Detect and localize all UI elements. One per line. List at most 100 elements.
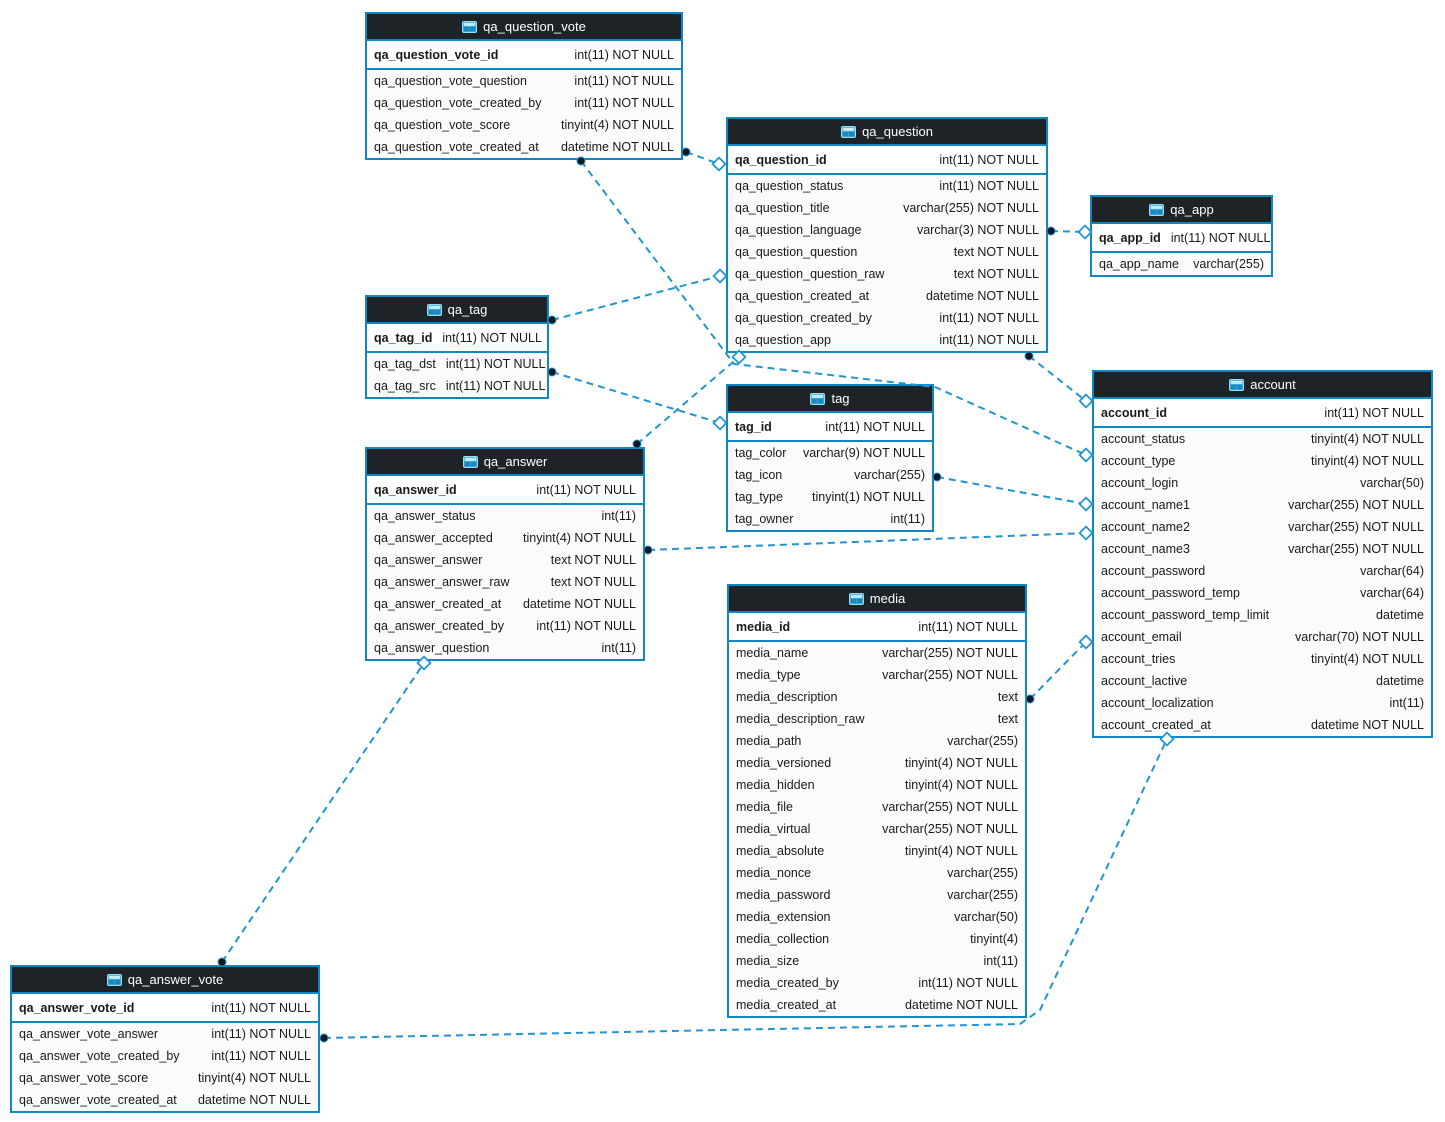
table-header-account[interactable]: account xyxy=(1094,372,1431,399)
column-name: account_password_temp_limit xyxy=(1101,608,1270,622)
column-name: qa_answer_created_at xyxy=(374,597,502,611)
relationship-dot-endpoint xyxy=(319,1033,329,1043)
column-name: qa_question_title xyxy=(735,201,830,215)
column-type: int(11) NOT NULL xyxy=(574,96,674,110)
column-name: qa_answer_created_by xyxy=(374,619,504,633)
table-header-tag[interactable]: tag xyxy=(728,386,932,413)
table-header-qa_answer_vote[interactable]: qa_answer_vote xyxy=(12,967,318,994)
relationship-qa_question_vote-account[interactable] xyxy=(576,156,1094,463)
relationship-line[interactable] xyxy=(323,738,1168,1039)
column-type: int(11) NOT NULL xyxy=(939,152,1039,167)
relationship-qa_answer_vote-qa_answer[interactable] xyxy=(217,655,432,967)
relationship-line[interactable] xyxy=(1028,355,1087,402)
relationship-qa_question_vote-qa_question[interactable] xyxy=(681,147,727,172)
relationship-line[interactable] xyxy=(221,662,425,963)
column-type: tinyint(4) NOT NULL xyxy=(905,756,1018,770)
column-name: qa_question_vote_created_by xyxy=(374,96,542,110)
relationship-dot-endpoint xyxy=(547,315,557,325)
column-name: media_description_raw xyxy=(736,712,865,726)
relationship-line[interactable] xyxy=(551,371,721,424)
column-type: int(11) NOT NULL xyxy=(536,619,636,633)
column-row: account_password_temp_limit datetime xyxy=(1094,604,1431,626)
column-name: qa_question_question_raw xyxy=(735,267,885,281)
relationship-diamond-endpoint xyxy=(1078,525,1094,541)
column-type: datetime xyxy=(1376,608,1424,622)
column-type: int(11) NOT NULL xyxy=(445,379,546,393)
column-row: qa_tag_src int(11) NOT NULL xyxy=(367,375,547,397)
column-name: account_status xyxy=(1101,432,1186,446)
column-name: media_password xyxy=(736,888,831,902)
table-icon xyxy=(106,973,122,986)
column-name: tag_type xyxy=(735,490,783,504)
column-name: qa_answer_answer xyxy=(374,553,483,567)
relationship-diamond-endpoint xyxy=(1078,393,1094,409)
relationship-dot-endpoint xyxy=(643,545,653,555)
column-type: int(11) NOT NULL xyxy=(445,357,546,371)
column-name: qa_tag_src xyxy=(374,379,436,393)
table-header-qa_question[interactable]: qa_question xyxy=(728,119,1046,146)
relationship-dot-endpoint xyxy=(217,957,227,967)
relationship-line[interactable] xyxy=(936,476,1087,505)
relationship-line[interactable] xyxy=(636,356,740,445)
relationship-qa_answer-qa_question[interactable] xyxy=(632,349,747,449)
relationship-qa_tag-qa_question[interactable] xyxy=(547,268,728,325)
table-header-media[interactable]: media xyxy=(729,586,1025,613)
table-header-qa_tag[interactable]: qa_tag xyxy=(367,297,547,324)
column-type: datetime NOT NULL xyxy=(522,597,636,611)
table-title: qa_question xyxy=(862,124,933,139)
relationship-line[interactable] xyxy=(580,160,1087,456)
relationship-qa_question-account[interactable] xyxy=(1024,351,1094,409)
column-type: tinyint(4) NOT NULL xyxy=(905,844,1018,858)
relationship-qa_tag-tag[interactable] xyxy=(547,367,728,431)
relationship-line[interactable] xyxy=(551,275,721,321)
relationship-tag-account[interactable] xyxy=(932,472,1094,512)
table-header-qa_app[interactable]: qa_app xyxy=(1092,197,1271,224)
column-name: media_path xyxy=(736,734,802,748)
column-name: account_tries xyxy=(1101,652,1176,666)
table-icon xyxy=(462,455,478,468)
relationship-line[interactable] xyxy=(1029,641,1087,700)
relationship-qa_answer-account[interactable] xyxy=(643,525,1094,555)
table-icon xyxy=(848,592,864,605)
table-header-qa_question_vote[interactable]: qa_question_vote xyxy=(367,14,681,41)
column-type: text NOT NULL xyxy=(550,575,636,589)
column-type: varchar(70) NOT NULL xyxy=(1295,630,1424,644)
column-type: int(11) NOT NULL xyxy=(574,47,674,62)
column-name: qa_answer_vote_score xyxy=(19,1071,149,1085)
table-header-qa_answer[interactable]: qa_answer xyxy=(367,449,643,476)
relationship-media-account[interactable] xyxy=(1025,634,1094,704)
relationship-qa_question-qa_app[interactable] xyxy=(1046,224,1093,240)
relationship-line[interactable] xyxy=(647,532,1087,551)
relationship-diamond-endpoint xyxy=(1078,496,1094,512)
relationship-qa_answer_vote-account[interactable] xyxy=(319,731,1175,1043)
column-name: media_extension xyxy=(736,910,831,924)
column-type: int(11) xyxy=(890,512,925,526)
relationship-dot-endpoint xyxy=(547,367,557,377)
